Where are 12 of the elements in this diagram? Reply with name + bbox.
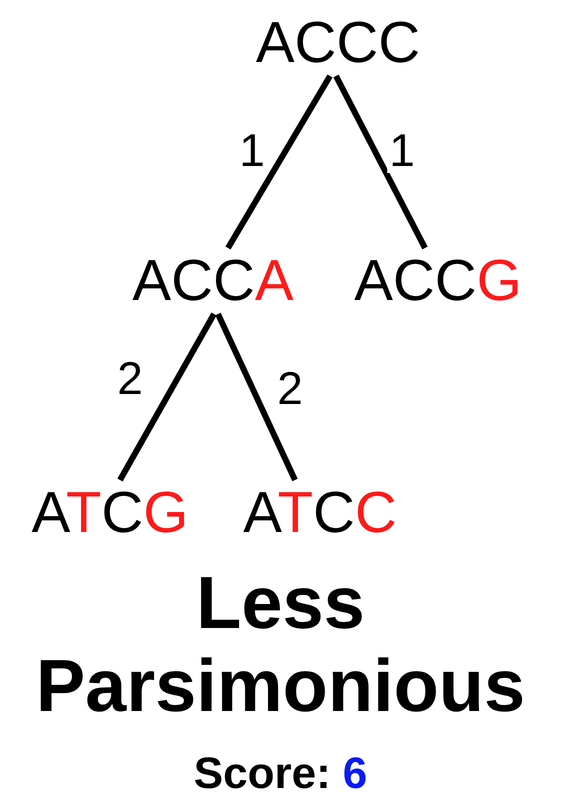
sequence-label: ACCA <box>132 252 294 310</box>
tree-branch <box>215 312 298 482</box>
tree-branch <box>225 74 333 250</box>
sequence-label: ACCG <box>354 252 522 310</box>
score-value: 6 <box>342 752 368 796</box>
sequence-label: ACCC <box>256 14 420 72</box>
sequence-label: ATCC <box>243 484 397 542</box>
tree-branch <box>333 74 428 250</box>
tree-branch <box>117 312 217 482</box>
sequence-label: ATCG <box>32 484 188 542</box>
score-label: Score: <box>194 752 331 796</box>
title: Less Parsimonious <box>34 562 526 728</box>
